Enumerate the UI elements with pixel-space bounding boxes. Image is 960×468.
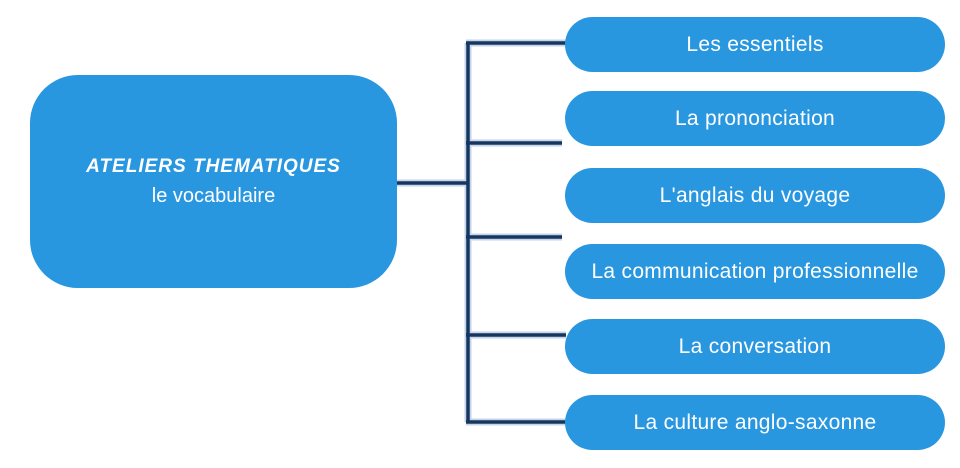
root-title: ATELIERS THEMATIQUES <box>86 155 341 177</box>
branch-node: Les essentiels <box>565 17 945 72</box>
branch-node: La conversation <box>565 319 945 374</box>
branch-label: La conversation <box>678 334 832 358</box>
connector-main-lines <box>397 41 566 424</box>
branch-label: La prononciation <box>674 106 836 130</box>
branch-node: La communication professionnelle <box>565 244 945 299</box>
branch-node: La prononciation <box>565 91 945 146</box>
root-node: ATELIERS THEMATIQUES le vocabulaire <box>30 75 397 288</box>
branch-label: La communication professionnelle <box>591 259 919 283</box>
branch-label: La culture anglo-saxonne <box>633 410 877 434</box>
root-subtitle: le vocabulaire <box>151 184 276 207</box>
branch-node: La culture anglo-saxonne <box>565 395 945 450</box>
branch-label: L'anglais du voyage <box>659 183 851 207</box>
connector-halo-lines <box>397 39 566 426</box>
branch-node: L'anglais du voyage <box>565 168 945 223</box>
branch-label: Les essentiels <box>686 32 824 56</box>
